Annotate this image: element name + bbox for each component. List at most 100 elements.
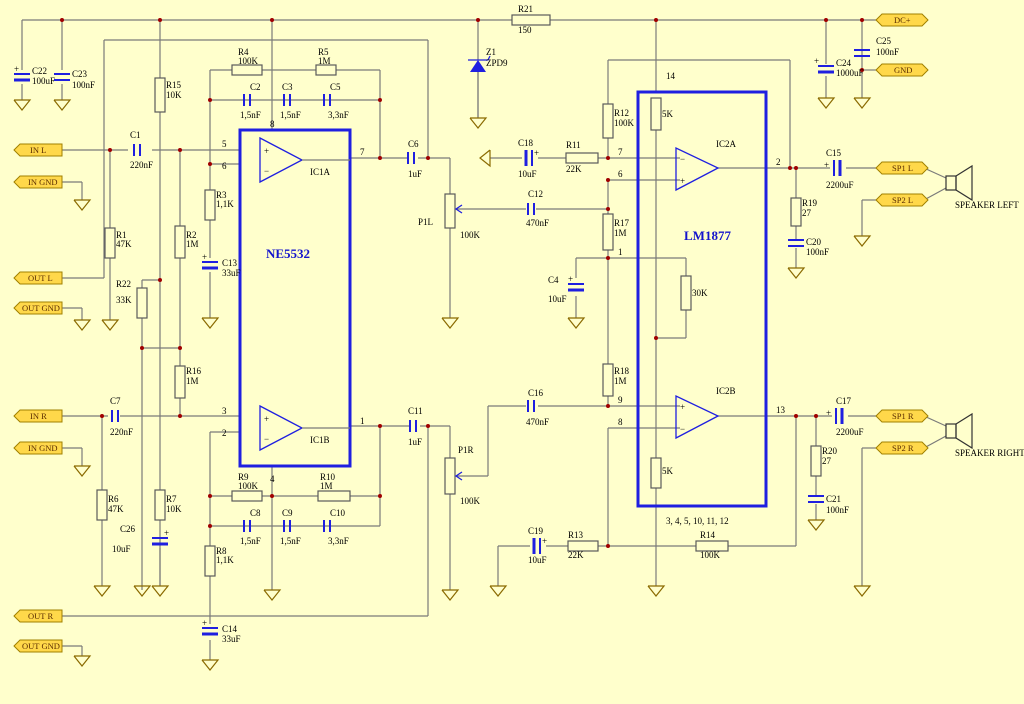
svg-text:R11: R11 xyxy=(566,140,581,150)
svg-text:30K: 30K xyxy=(692,288,708,298)
svg-text:1M: 1M xyxy=(320,481,333,491)
svg-text:1M: 1M xyxy=(614,376,627,386)
ground-icon xyxy=(13,99,32,111)
svg-text:C3: C3 xyxy=(282,82,293,92)
svg-text:R3: R3 xyxy=(216,190,227,200)
ground-icon xyxy=(441,317,460,329)
chip-label-ne5532: NE5532 xyxy=(266,246,310,261)
ground-icon xyxy=(73,465,92,477)
ground-icon xyxy=(73,199,92,211)
svg-text:2200uF: 2200uF xyxy=(836,427,864,437)
svg-text:C24: C24 xyxy=(836,58,852,68)
svg-text:Z1: Z1 xyxy=(486,47,496,57)
svg-text:C10: C10 xyxy=(330,508,346,518)
svg-text:R5: R5 xyxy=(318,47,329,57)
resistor-r15 xyxy=(154,77,166,113)
svg-text:1,5nF: 1,5nF xyxy=(240,536,261,546)
svg-text:+: + xyxy=(264,146,269,156)
opamps xyxy=(259,136,720,452)
svg-text:C6: C6 xyxy=(408,139,419,149)
svg-text:8: 8 xyxy=(270,119,275,129)
svg-text:+: + xyxy=(680,176,685,186)
svg-text:33uF: 33uF xyxy=(222,268,241,278)
svg-text:R2: R2 xyxy=(186,230,197,240)
svg-text:5K: 5K xyxy=(662,466,674,476)
svg-text:10uF: 10uF xyxy=(528,555,547,565)
svg-text:470nF: 470nF xyxy=(526,218,549,228)
svg-text:IC1A: IC1A xyxy=(310,167,331,177)
resistor-5k-bottom xyxy=(650,457,662,489)
ground-icon xyxy=(567,317,586,329)
svg-text:100K: 100K xyxy=(460,230,481,240)
port-sp1-l: SP1 L xyxy=(875,161,929,175)
svg-text:−: − xyxy=(680,424,685,434)
ground-icon xyxy=(201,317,220,329)
resistor-r17 xyxy=(602,213,614,251)
resistor-r2 xyxy=(174,225,186,259)
svg-text:OUT R: OUT R xyxy=(28,611,53,621)
svg-text:SPEAKER LEFT: SPEAKER LEFT xyxy=(955,200,1019,210)
svg-text:7: 7 xyxy=(618,147,623,157)
port-in-l: IN L xyxy=(13,143,63,157)
svg-text:R14: R14 xyxy=(700,530,716,540)
resistor-5k-top xyxy=(650,97,662,131)
svg-text:R13: R13 xyxy=(568,530,584,540)
ground-icon xyxy=(647,585,666,597)
svg-text:R12: R12 xyxy=(614,108,629,118)
resistor-r1 xyxy=(104,227,116,259)
svg-text:+: + xyxy=(202,252,207,262)
svg-text:1M: 1M xyxy=(614,228,627,238)
svg-text:6: 6 xyxy=(222,161,227,171)
labels: NE5532 LM1877 IC1A IC1B IC2A IC2B 3, 4, … xyxy=(14,4,1024,644)
opamp-ic1b-icon xyxy=(259,404,304,452)
svg-text:100nF: 100nF xyxy=(72,80,95,90)
potentiometer-p1r xyxy=(444,457,456,495)
svg-text:220nF: 220nF xyxy=(130,160,153,170)
svg-text:SPEAKER RIGHT: SPEAKER RIGHT xyxy=(955,448,1024,458)
resistor-r18 xyxy=(602,363,614,397)
svg-text:27: 27 xyxy=(822,456,832,466)
ground-icon xyxy=(853,97,872,109)
resistor-r3 xyxy=(204,189,216,221)
zener-z1 xyxy=(468,55,491,72)
svg-text:8: 8 xyxy=(618,417,623,427)
svg-text:IN L: IN L xyxy=(30,145,46,155)
svg-text:SP2 R: SP2 R xyxy=(892,443,914,453)
svg-text:1uF: 1uF xyxy=(408,437,422,447)
resistor-r20 xyxy=(810,445,822,477)
svg-text:13: 13 xyxy=(776,405,786,415)
resistor-r4 xyxy=(231,64,263,76)
svg-text:−: − xyxy=(264,434,269,444)
svg-text:OUT GND: OUT GND xyxy=(22,641,60,651)
ground-icon xyxy=(853,585,872,597)
svg-text:−: − xyxy=(680,154,685,164)
resistors xyxy=(96,14,822,577)
svg-text:+: + xyxy=(824,160,829,170)
port-in-gnd-2: IN GND xyxy=(13,441,63,455)
svg-text:6: 6 xyxy=(618,169,623,179)
svg-text:C13: C13 xyxy=(222,258,238,268)
resistor-r19 xyxy=(790,197,802,227)
svg-text:C21: C21 xyxy=(826,494,841,504)
svg-text:−: − xyxy=(264,166,269,176)
ground-icon xyxy=(263,589,282,601)
potentiometer-p1l xyxy=(444,193,456,229)
svg-text:P1R: P1R xyxy=(458,445,474,455)
svg-text:C8: C8 xyxy=(250,508,261,518)
ground-icon xyxy=(93,585,112,597)
svg-text:C23: C23 xyxy=(72,69,88,79)
resistor-r5 xyxy=(315,64,337,76)
svg-text:R9: R9 xyxy=(238,472,249,482)
resistor-r8 xyxy=(204,545,216,577)
svg-text:SP1 L: SP1 L xyxy=(892,163,913,173)
port-out-gnd-2: OUT GND xyxy=(13,639,63,653)
svg-text:C22: C22 xyxy=(32,66,47,76)
svg-text:1,5nF: 1,5nF xyxy=(240,110,261,120)
port-sp2-l: SP2 L xyxy=(875,193,929,207)
svg-text:47K: 47K xyxy=(116,239,132,249)
svg-text:10uF: 10uF xyxy=(548,294,567,304)
svg-text:C19: C19 xyxy=(528,526,544,536)
svg-text:C5: C5 xyxy=(330,82,341,92)
svg-text:IN GND: IN GND xyxy=(28,443,58,453)
svg-text:P1L: P1L xyxy=(418,217,433,227)
